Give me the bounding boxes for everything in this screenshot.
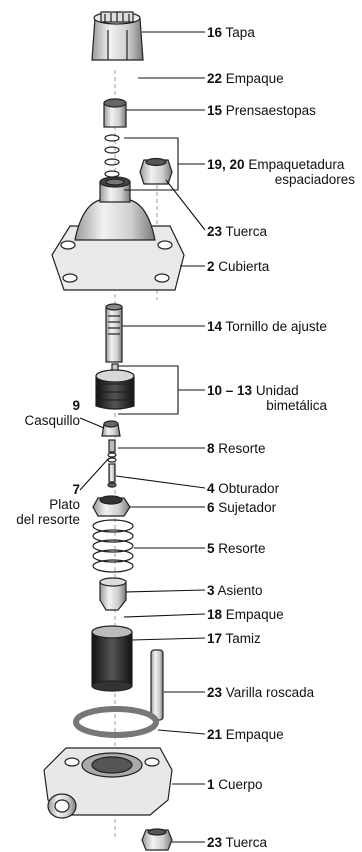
label-bonnet: 2 Cubierta [207,259,270,274]
part-main-spring [92,519,134,573]
label-main-spring: 5 Resorte [207,541,266,556]
label-gasket-18: 18 Empaque [207,607,284,622]
label-gasket-21: 21 Empaque [207,727,284,742]
label-body: 1 Cuerpo [207,777,263,792]
label-gasket-22: 22 Empaque [207,71,284,86]
part-gland [103,98,127,128]
label-obturator: 4 Obturador [207,481,280,496]
label-retainer: 6 Sujetador [207,500,277,515]
part-nut-upper [139,157,173,185]
part-gasket-22 [94,71,138,85]
label-strainer: 17 Tamiz [207,631,261,646]
part-body [43,747,173,819]
part-bonnet [51,176,185,291]
part-retainer [92,495,131,517]
part-adjusting-screw [105,303,123,363]
label-small-spring: 8 Resorte [207,441,266,456]
label-cap: 16 Tapa [207,25,255,40]
part-seat [99,577,127,611]
part-small-spring [107,439,117,463]
label-nut-upper: 23 Tuerca [207,224,268,239]
part-cap [91,11,144,61]
label-threaded-rod: 23 Varilla roscada [207,685,315,700]
label-seat: 3 Asiento [207,583,263,598]
leader-lines [79,31,206,843]
part-nut-lower [141,828,173,851]
label-gland: 15 Prensaestopas [207,103,316,118]
part-gasket-18 [103,614,123,621]
part-bushing [101,420,121,437]
part-gasket-21 [73,706,159,738]
part-strainer [91,625,133,692]
part-obturator [107,463,117,488]
label-adjusting-screw: 14 Tornillo de ajuste [207,319,327,334]
part-bimetal-unit [95,363,135,410]
part-threaded-rod [150,649,164,721]
label-nut-lower: 23 Tuerca [207,835,268,850]
